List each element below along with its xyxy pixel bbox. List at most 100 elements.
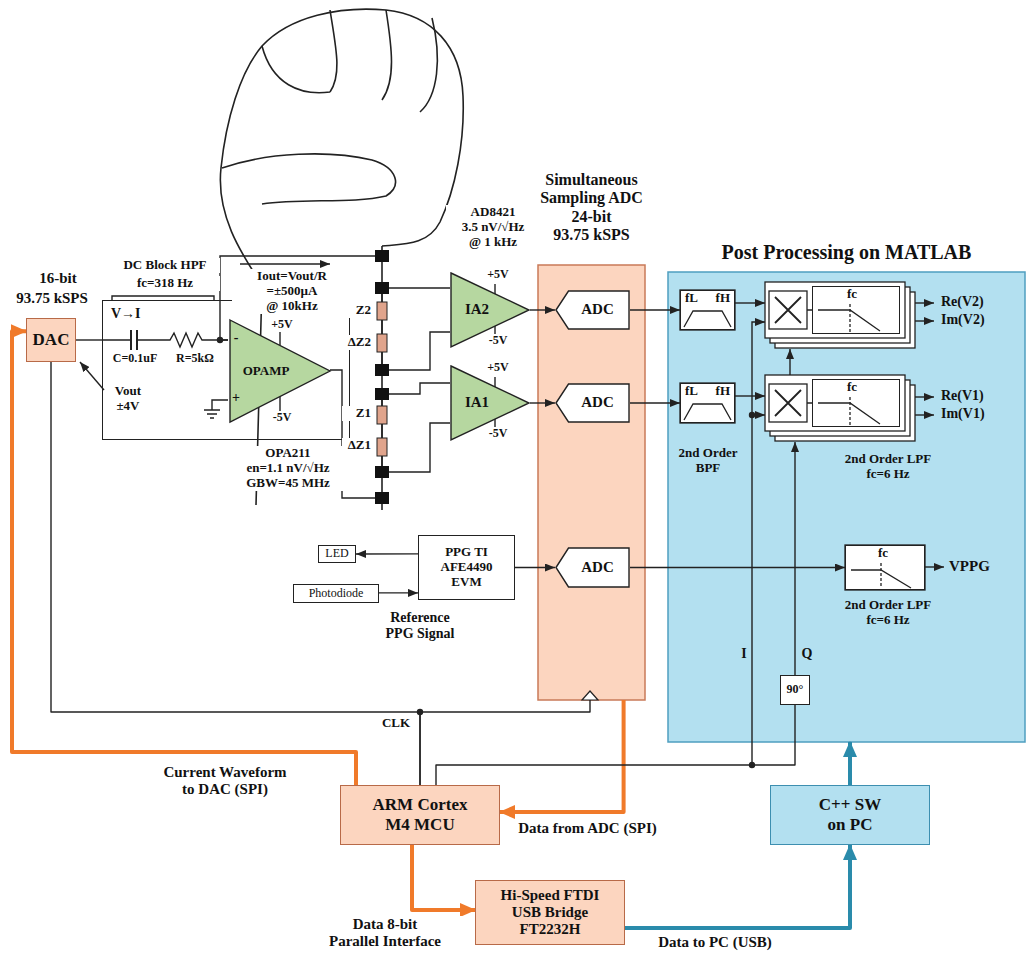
- resistor-label: R=5kΩ: [168, 352, 222, 366]
- impedance-label: ΔZ1: [342, 438, 372, 453]
- circuit-wires: [218, 338, 223, 343]
- signal-wire: [515, 567, 555, 568]
- adc-band: Simultaneous Sampling ADC 24-bit 93.75 k…: [538, 265, 645, 700]
- output-label: Re(V2): [940, 294, 1004, 310]
- data-bus-arrow: [848, 742, 852, 785]
- current-spec-label: Iout=Vout/R =±500µA @ 10kHz: [232, 269, 352, 314]
- fist-illustration: [222, 154, 395, 204]
- low-pass-filter-box-text: fc: [847, 380, 857, 395]
- signal-arrows: [794, 442, 795, 675]
- opamp-triangle: OPAMP: [229, 319, 331, 423]
- circuit-wires: [240, 263, 330, 264]
- adc-box-text: ADC: [581, 559, 614, 576]
- supply-label: -5V: [266, 411, 298, 425]
- circuit-wires: [80, 256, 495, 498]
- electrodes: [375, 250, 389, 504]
- signal-arrows: [915, 320, 934, 321]
- data-bus-arrow: [625, 845, 850, 928]
- ppg-board-box-text: PPG TI AFE4490 EVM: [441, 545, 493, 590]
- filter-spec-label: 2nd Order LPF fc=6 Hz: [826, 452, 950, 482]
- led-box-text: LED: [325, 547, 348, 561]
- signal-wire: [630, 309, 680, 310]
- adc-box: ADC: [555, 383, 630, 423]
- electrodes: [375, 388, 389, 400]
- connector-label: Current Waveform to DAC (SPI): [110, 764, 340, 799]
- signal-label: Q: [800, 646, 814, 662]
- electrodes: [375, 492, 389, 504]
- signal-wire: [630, 567, 845, 568]
- signal-wire: [51, 362, 420, 785]
- fist-illustration: [220, 9, 463, 285]
- cutoff-label: fc=318 Hz: [110, 276, 220, 291]
- grounds: [668, 272, 1025, 742]
- pc-software-box-text: C++ SW on PC: [819, 795, 881, 834]
- v-to-i-converter-box: V→I OPAMP: [102, 300, 350, 440]
- low-pass-filter-box: fc: [812, 286, 900, 334]
- impedance-label: Z2: [342, 303, 372, 318]
- supply-label: -5V: [482, 427, 514, 441]
- signal-arrows: [752, 322, 765, 765]
- instrumentation-amp-shape: [451, 366, 529, 440]
- demodulator-blocks: [775, 297, 801, 416]
- reference-label: Reference PPG Signal: [362, 610, 478, 642]
- circuit-wires: [80, 362, 104, 390]
- instrumentation-amp-text: IA2: [465, 301, 489, 318]
- demodulator-blocks: [818, 310, 911, 588]
- supply-label: +5V: [482, 361, 514, 375]
- opamp-triangle-shape: [230, 320, 330, 422]
- electrodes: [375, 250, 389, 262]
- signal-arrows: [735, 302, 765, 303]
- resolution-label: 16-bit: [18, 270, 98, 287]
- impedance-resistors: [377, 334, 387, 352]
- signal-wire: [379, 592, 418, 594]
- electrodes: [375, 282, 389, 294]
- connector-label: Data from ADC (SPI): [505, 820, 670, 837]
- fist-illustration: [220, 9, 463, 510]
- instrumentation-amp-text: IA1: [465, 394, 489, 411]
- supply-label: +5V: [266, 318, 298, 332]
- low-pass-filter-box: fc: [845, 545, 925, 590]
- supply-label: -5V: [482, 334, 514, 348]
- adc-box-text: ADC: [581, 301, 614, 318]
- input-sign: -: [231, 330, 241, 346]
- signal-arrows: [915, 302, 934, 303]
- adc-box-shape: [556, 384, 629, 422]
- signal-wire: [630, 402, 680, 403]
- circuit-wires: [389, 288, 450, 472]
- adc-box: ADC: [555, 290, 630, 330]
- signal-arrows: [915, 396, 934, 397]
- signal-arrows: [789, 349, 790, 375]
- low-pass-filter-box: fc: [812, 379, 900, 427]
- fist-illustration: [262, 10, 437, 112]
- signal-label: I: [738, 646, 750, 662]
- voltage-label: Vout ±4V: [108, 384, 148, 414]
- data-bus-arrow: [412, 845, 475, 910]
- matlab-panel: Post Processing on MATLABfLfHfcfLfHfcfc9…: [668, 272, 1025, 742]
- filter-spec-label: 2nd Order LPF fc=6 Hz: [826, 598, 950, 628]
- output-label: Im(V2): [940, 312, 1004, 328]
- signal-wire: [530, 402, 555, 403]
- led-box: LED: [318, 545, 356, 563]
- band-pass-filter-box-text: fL: [685, 384, 698, 399]
- connector-label: Data to PC (USB): [640, 934, 790, 951]
- signal-wire: [420, 700, 590, 785]
- impedance-resistors: [377, 438, 387, 456]
- adc-box-shape: [556, 548, 629, 587]
- v-to-i-converter-box-text: V→I: [111, 306, 141, 322]
- band-pass-filter-box: fLfH: [680, 290, 735, 330]
- band-pass-filter-box-text: fH: [716, 291, 730, 306]
- band-pass-filter-box-text: fH: [716, 384, 730, 399]
- usb-bridge-box-text: Hi-Speed FTDI USB Bridge FT2232H: [501, 887, 600, 939]
- opamp-spec-label: OPA211 en=1.1 nV/√Hz GBW=45 MHz: [226, 446, 350, 491]
- demodulator-blocks: [680, 290, 735, 330]
- demodulator-blocks: [680, 383, 735, 423]
- dac-box-text: DAC: [33, 330, 70, 350]
- signal-wire: [436, 705, 795, 785]
- signal-wire: [530, 309, 555, 310]
- band-pass-filter-box: fL fH: [680, 383, 735, 423]
- demodulator-blocks: [684, 311, 731, 420]
- signal-arrows: [915, 414, 934, 415]
- output-label: VPPG: [948, 558, 998, 575]
- impedance-resistors: [377, 302, 387, 320]
